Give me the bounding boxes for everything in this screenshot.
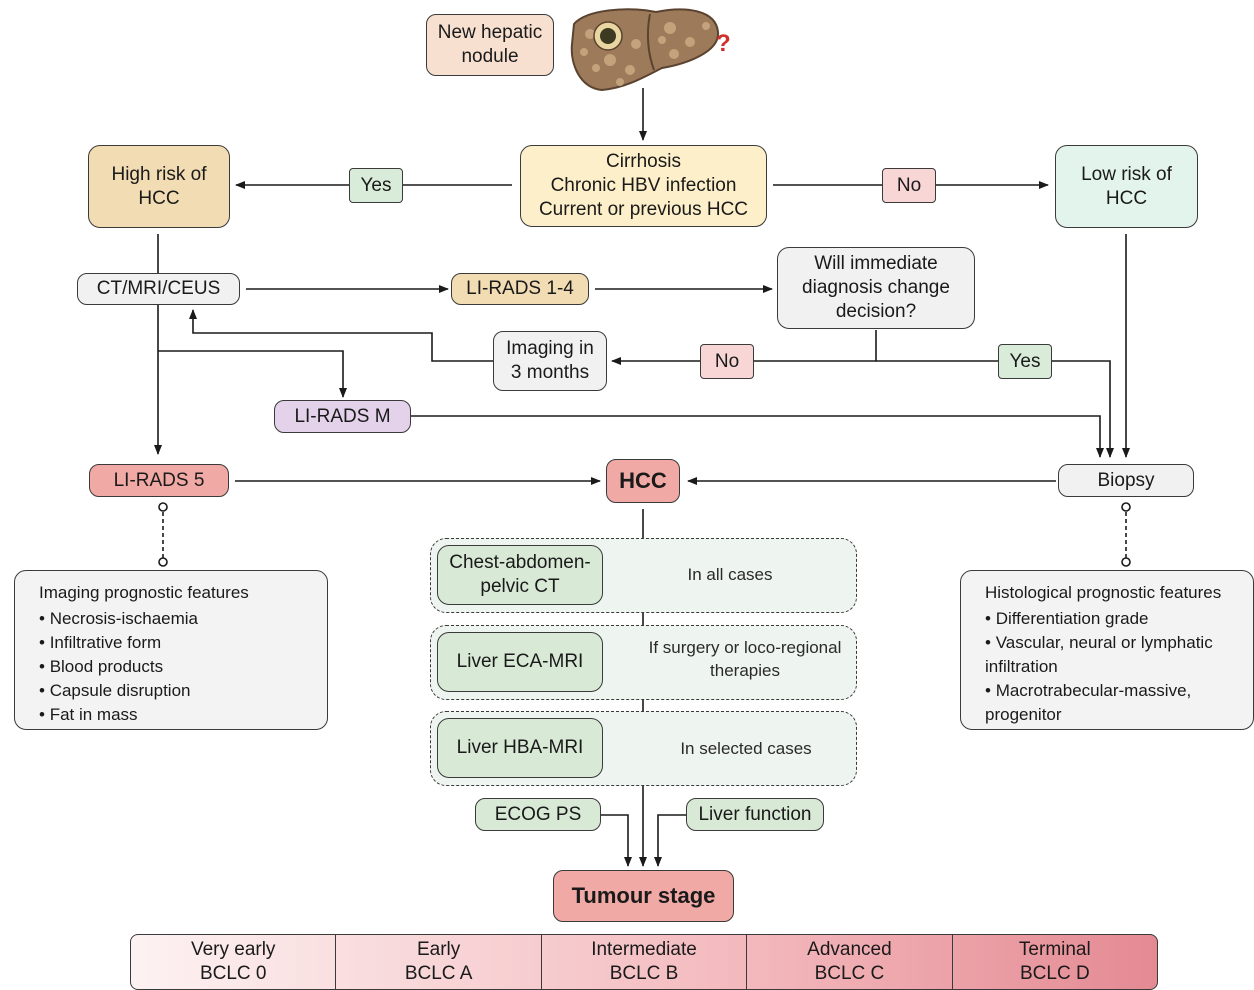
- staging-test-condition: In selected cases: [680, 739, 812, 758]
- no-label: No: [882, 168, 936, 203]
- tumour-stage-box: Tumour stage: [553, 870, 734, 922]
- bclc-stage-bar: Very early BCLC 0 Early BCLC A Intermedi…: [130, 934, 1158, 990]
- hcc-box: HCC: [606, 459, 680, 503]
- yes-label: Yes: [349, 168, 403, 203]
- histological-features-title: Histological prognostic features: [985, 583, 1222, 602]
- lirads-5-box: LI-RADS 5: [89, 464, 229, 497]
- new-nodule-box: New hepatic nodule: [426, 14, 554, 76]
- criteria-line-1: Cirrhosis: [606, 151, 681, 172]
- histological-features-panel: Histological prognostic features Differe…: [960, 570, 1254, 730]
- stage-name: Terminal: [1018, 939, 1091, 960]
- stage-code: BCLC 0: [199, 963, 267, 984]
- question-mark: ?: [716, 30, 731, 57]
- bclc-stage: Early BCLC A: [336, 935, 542, 989]
- stage-code: BCLC A: [404, 963, 473, 984]
- imaging-feature-item: Infiltrative form: [39, 631, 311, 655]
- bclc-stage: Very early BCLC 0: [131, 935, 337, 989]
- liver-function-box: Liver function: [686, 798, 824, 831]
- stage-name: Very early: [190, 939, 276, 960]
- diagnosis-decision-box: Will immediate diagnosis change decision…: [777, 247, 975, 329]
- imaging-features-panel: Imaging prognostic features Necrosis-isc…: [14, 570, 328, 730]
- imaging-feature-item: Fat in mass: [39, 703, 311, 727]
- bclc-stage: Advanced BCLC C: [747, 935, 953, 989]
- stage-code: BCLC C: [814, 963, 885, 984]
- stage-name: Early: [416, 939, 461, 960]
- stage-code: BCLC B: [609, 963, 679, 984]
- histological-feature-item: Macrotrabecular-massive, progenitor: [985, 679, 1245, 727]
- lirads-m-box: LI-RADS M: [274, 400, 411, 433]
- no-label-2: No: [700, 344, 754, 379]
- high-risk-box: High risk of HCC: [88, 145, 230, 228]
- imaging-feature-item: Capsule disruption: [39, 679, 311, 703]
- imaging-features-title: Imaging prognostic features: [39, 583, 249, 602]
- stage-name: Advanced: [807, 939, 892, 960]
- stage-code: BCLC D: [1019, 963, 1090, 984]
- staging-test-box: Liver ECA-MRI: [437, 632, 603, 692]
- yes-label-2: Yes: [998, 344, 1052, 379]
- ecog-ps-box: ECOG PS: [475, 798, 601, 831]
- liver-icon: [570, 8, 720, 92]
- staging-test-box: Liver HBA-MRI: [437, 718, 603, 778]
- imaging-3-months-box: Imaging in 3 months: [493, 331, 607, 391]
- imaging-feature-item: Blood products: [39, 655, 311, 679]
- staging-test-condition: In all cases: [687, 565, 773, 584]
- imaging-feature-item: Necrosis-ischaemia: [39, 607, 311, 631]
- staging-test-box: Chest-abdomen-pelvic CT: [437, 545, 603, 605]
- imaging-box: CT/MRI/CEUS: [77, 273, 240, 305]
- low-risk-box: Low risk of HCC: [1055, 145, 1198, 228]
- histological-feature-item: Vascular, neural or lymphatic infiltrati…: [985, 631, 1245, 679]
- histological-feature-item: Differentiation grade: [985, 607, 1245, 631]
- biopsy-box: Biopsy: [1058, 464, 1194, 497]
- risk-criteria-box: Cirrhosis Chronic HBV infection Current …: [520, 145, 767, 227]
- staging-test-condition: If surgery or loco-regional therapies: [648, 638, 842, 680]
- criteria-line-2: Chronic HBV infection: [550, 175, 737, 196]
- stage-name: Intermediate: [591, 939, 697, 960]
- criteria-line-3: Current or previous HCC: [538, 199, 749, 220]
- bclc-stage: Terminal BCLC D: [953, 935, 1157, 989]
- lirads-1-4-box: LI-RADS 1-4: [451, 273, 589, 305]
- bclc-stage: Intermediate BCLC B: [542, 935, 748, 989]
